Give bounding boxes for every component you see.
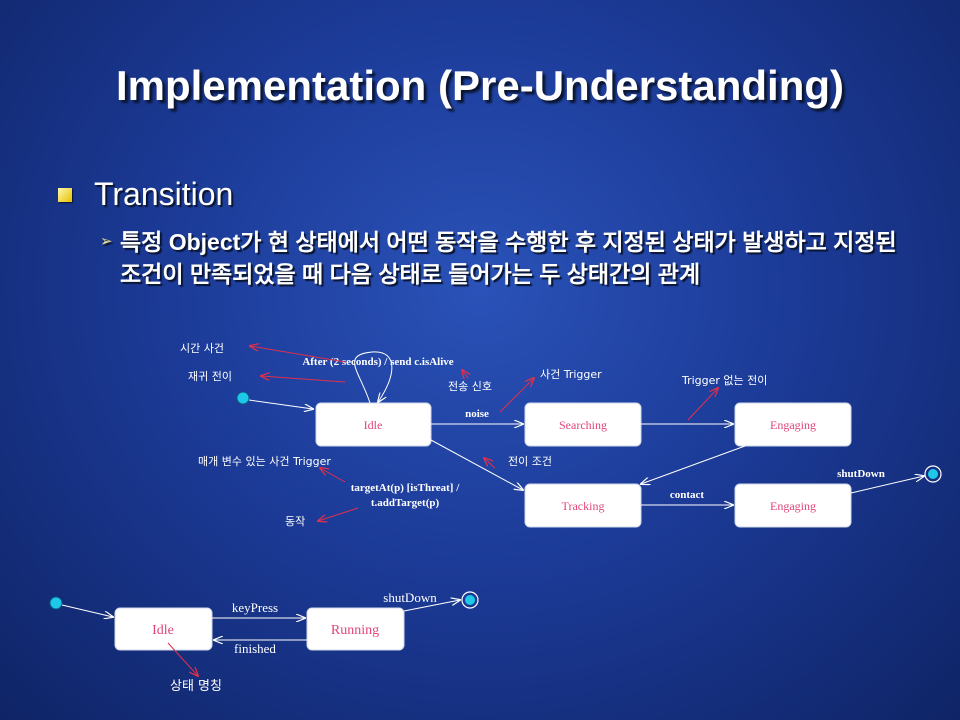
- keypress-label: keyPress: [232, 600, 278, 615]
- final-node-2: [461, 591, 479, 609]
- sub-bullet: ➢ 특정 Object가 현 상태에서 어떤 동작을 수행한 후 지정된 상태가…: [100, 226, 920, 290]
- state-idle: Idle: [315, 402, 432, 447]
- annotation-param-event: 매개 변수 있는 사건 Trigger: [198, 455, 331, 468]
- shutdown-transition-1: [850, 476, 924, 494]
- sub-bullet-text: 특정 Object가 현 상태에서 어떤 동작을 수행한 후 지정된 상태가 발…: [120, 229, 897, 287]
- shutdown-transition-2: [403, 600, 460, 612]
- state-running: Running: [306, 607, 405, 651]
- state-engaging-bottom: Engaging: [734, 483, 852, 528]
- self-loop-transition: [354, 351, 393, 403]
- annotation-state-name: 상태 명칭: [170, 679, 222, 694]
- annotation-param-event-arrow: [320, 468, 346, 483]
- annotation-action: 동작: [285, 515, 305, 528]
- state-running-label: Running: [331, 623, 379, 638]
- annotation-time-event-arrow: [250, 346, 346, 363]
- annotation-no-trigger: Trigger 없는 전이: [681, 374, 767, 387]
- initial-transition-1: [248, 399, 313, 409]
- self-loop-label: After (2 seconds) / send c.isAlive: [302, 356, 453, 368]
- state-tracking-label: Tracking: [562, 499, 605, 513]
- target-label-line1: targetAt(p) [isThreat] /: [351, 482, 460, 494]
- bullet-text: Transition: [94, 176, 234, 212]
- engaging-to-tracking-transition: [641, 445, 746, 484]
- idle-to-tracking-transition: [430, 439, 523, 490]
- shutdown-label-2: shutDown: [383, 590, 437, 605]
- state-tracking: Tracking: [524, 483, 642, 528]
- initial-transition-2: [61, 604, 113, 617]
- initial-node-1: [236, 391, 250, 405]
- state-searching-label: Searching: [559, 418, 607, 432]
- final-node-1: [924, 465, 942, 483]
- arrow-bullet-icon: ➢: [100, 233, 113, 250]
- noise-label: noise: [465, 408, 489, 420]
- annotation-send-signal-arrow: [462, 370, 468, 378]
- annotation-event-trigger: 사건 Trigger: [540, 368, 602, 381]
- target-label-line2: t.addTarget(p): [371, 497, 440, 509]
- state-idle-label: Idle: [364, 418, 383, 432]
- square-bullet-icon: [58, 187, 72, 202]
- annotation-state-name-arrow: [167, 642, 198, 676]
- annotation-time-event: 시간 사건: [180, 342, 224, 355]
- annotation-recursive: 재귀 전이: [188, 370, 232, 383]
- state-engaging-top-label: Engaging: [770, 418, 816, 432]
- shutdown-label-1: shutDown: [837, 468, 885, 480]
- initial-node-2: [49, 596, 63, 610]
- state-searching: Searching: [524, 402, 642, 447]
- finished-label: finished: [234, 641, 276, 656]
- bullet-item: Transition: [58, 176, 233, 213]
- annotation-guard-arrow: [484, 458, 496, 469]
- contact-label: contact: [670, 489, 705, 501]
- annotation-send-signal: 전송 신호: [448, 380, 492, 393]
- state-idle-2: Idle: [114, 607, 213, 651]
- slide-title: Implementation (Pre-Understanding): [115, 62, 845, 109]
- annotation-no-trigger-arrow: [687, 388, 718, 421]
- state-idle-2-label: Idle: [152, 623, 174, 638]
- state-engaging-bottom-label: Engaging: [770, 499, 816, 513]
- annotation-recursive-arrow: [261, 376, 346, 383]
- annotation-action-arrow: [318, 507, 359, 521]
- annotation-event-trigger-arrow: [499, 378, 534, 413]
- state-engaging-top: Engaging: [734, 402, 852, 447]
- annotation-guard: 전이 조건: [508, 455, 552, 468]
